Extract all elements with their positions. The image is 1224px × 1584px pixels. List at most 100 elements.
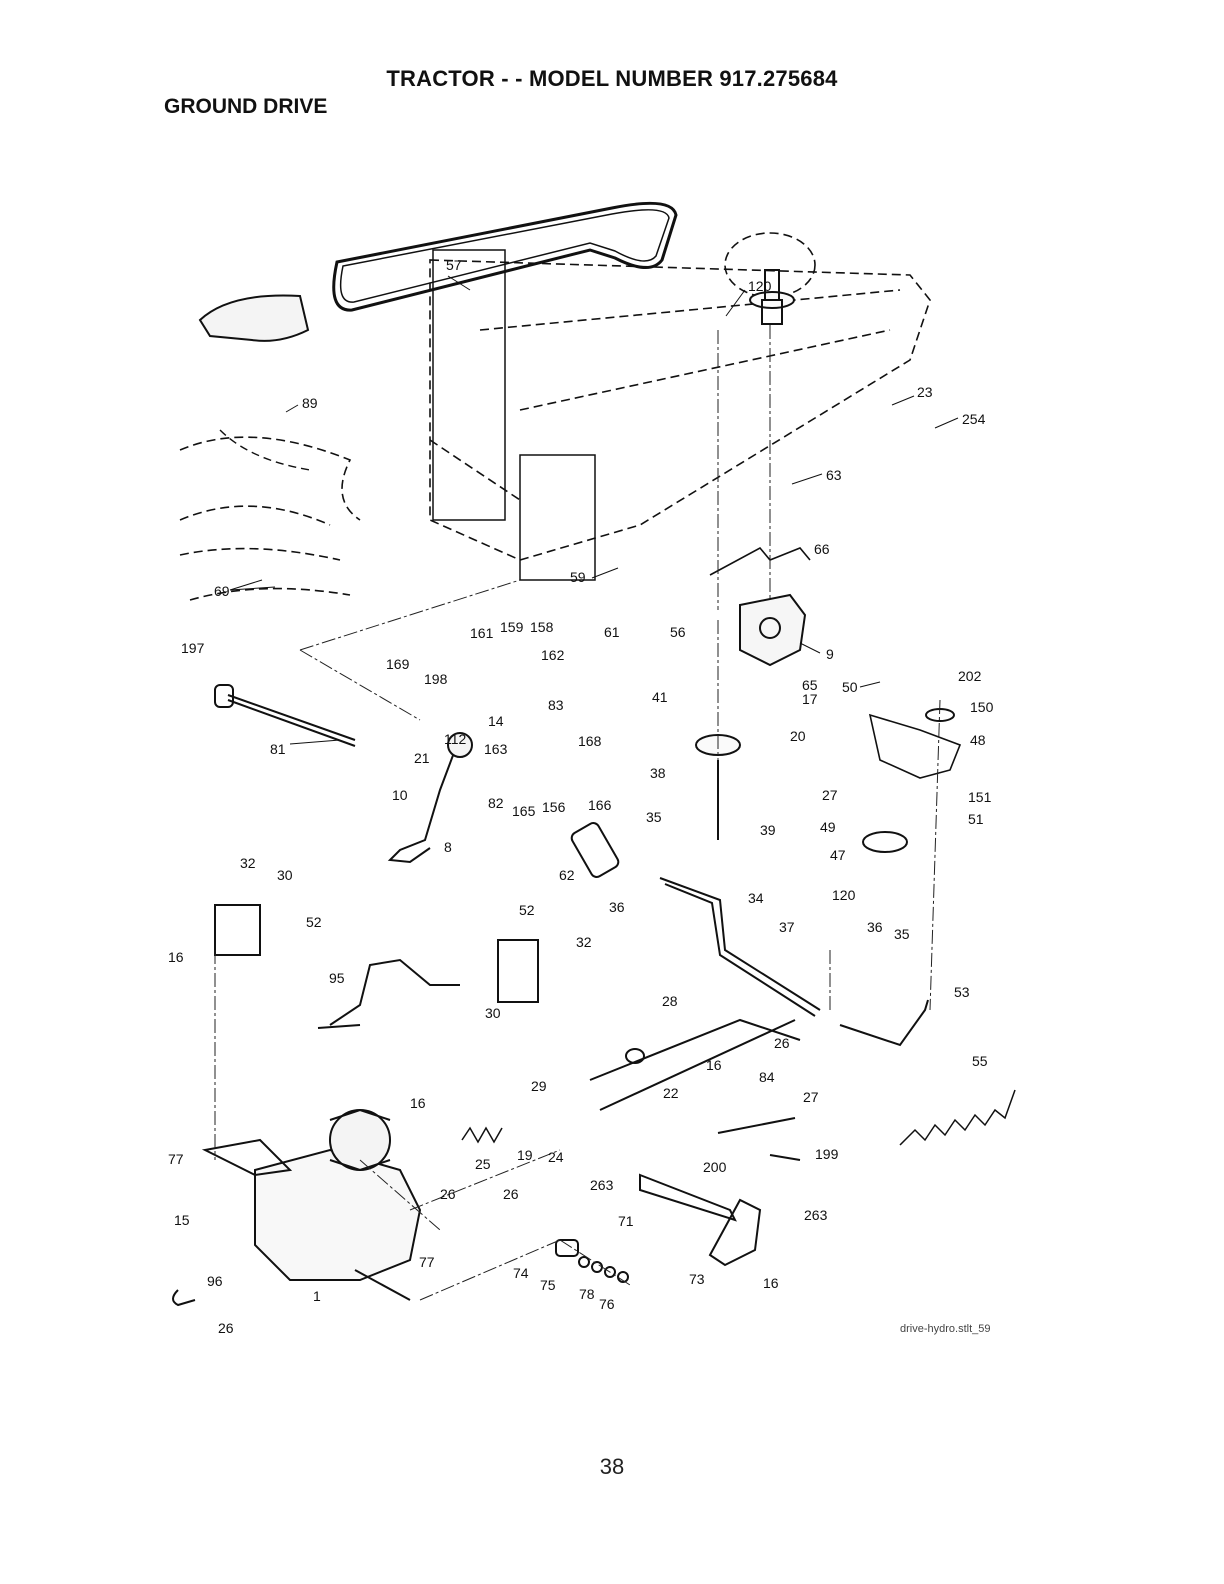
bracket-30-left: [214, 904, 261, 956]
part-label: 49: [820, 819, 836, 835]
spring-25: [461, 1126, 503, 1144]
transaxle-1: [201, 1108, 422, 1301]
frame-plate-left: [432, 249, 506, 521]
part-label: 66: [814, 541, 830, 557]
part-label: 200: [703, 1159, 727, 1175]
part-label: 27: [803, 1089, 819, 1105]
part-label: 19: [517, 1147, 533, 1163]
part-label: 150: [970, 699, 994, 715]
pulley-47: [862, 831, 908, 853]
page-number: 38: [599, 1454, 625, 1479]
part-label: 48: [970, 732, 986, 748]
part-label: 25: [475, 1156, 491, 1172]
part-label: 202: [958, 668, 982, 684]
part-label: 156: [542, 799, 566, 815]
part-label: 163: [484, 741, 508, 757]
part-label: 32: [240, 855, 256, 871]
part-label: 1: [313, 1288, 321, 1304]
part-label: 34: [748, 890, 764, 906]
part-label: 77: [419, 1254, 435, 1270]
part-label: 10: [392, 787, 408, 803]
part-label: 32: [576, 934, 592, 950]
rod-53: [839, 999, 929, 1047]
part-label: 36: [609, 899, 625, 915]
rod-28: [589, 1018, 801, 1081]
part-label: 22: [663, 1085, 679, 1101]
shaft-84: [717, 1117, 796, 1134]
part-label: 166: [588, 797, 612, 813]
part-label: 89: [302, 395, 318, 411]
bushing-62: [570, 822, 620, 878]
part-label: 74: [513, 1265, 529, 1281]
drive-belt-part: [332, 201, 678, 312]
part-label: 61: [604, 624, 620, 640]
part-labels: 57 120 89 23 254 63 66 69 59 61 56 197 1…: [168, 257, 994, 1336]
part-label: 96: [207, 1273, 223, 1289]
part-label: 81: [270, 741, 286, 757]
page-title: TRACTOR - - MODEL NUMBER 917.275684: [386, 66, 838, 91]
part-label: 56: [670, 624, 686, 640]
part-label: 197: [181, 640, 205, 656]
part-label: 15: [174, 1212, 190, 1228]
part-label: 77: [168, 1151, 184, 1167]
part-label: 263: [590, 1177, 614, 1193]
part-label: 8: [444, 839, 452, 855]
part-label: 57: [446, 257, 462, 273]
part-label: 69: [214, 583, 230, 599]
part-label: 62: [559, 867, 575, 883]
part-label: 37: [779, 919, 795, 935]
bushing-197: [214, 684, 234, 708]
part-label: 120: [748, 278, 772, 294]
bolt-199: [769, 1154, 801, 1161]
fan-pulley: [329, 1109, 391, 1171]
part-label: 16: [763, 1275, 779, 1291]
part-label: 112: [444, 731, 467, 747]
bushing-74: [555, 1239, 579, 1257]
part-label: 26: [218, 1320, 234, 1336]
part-label: 120: [832, 887, 856, 903]
pulley-63: [749, 269, 795, 325]
part-label: 199: [815, 1146, 839, 1162]
part-label: 29: [531, 1078, 547, 1094]
part-label: 23: [917, 384, 933, 400]
fender-part: [198, 294, 310, 342]
rod-22: [599, 1019, 796, 1111]
part-label: 26: [440, 1186, 456, 1202]
part-label: 198: [424, 671, 448, 687]
part-label: 16: [706, 1057, 722, 1073]
part-label: 95: [329, 970, 345, 986]
part-label: 169: [386, 656, 410, 672]
part-label: 24: [548, 1149, 564, 1165]
part-label: 35: [646, 809, 662, 825]
part-label: 75: [540, 1277, 556, 1293]
part-label: 17: [802, 691, 818, 707]
part-label: 52: [306, 914, 322, 930]
part-label: 53: [954, 984, 970, 1000]
bracket-30-right: [497, 939, 539, 1003]
part-label: 63: [826, 467, 842, 483]
frame-plate-right: [519, 454, 596, 581]
part-label: 39: [760, 822, 776, 838]
part-label: 16: [410, 1095, 426, 1111]
pin-96: [172, 1289, 196, 1307]
knob-21: [447, 732, 473, 758]
part-label: 65: [802, 677, 818, 693]
section-title: GROUND DRIVE: [164, 95, 328, 118]
part-label: 20: [790, 728, 806, 744]
part-label: 52: [519, 902, 535, 918]
part-label: 78: [579, 1286, 595, 1302]
part-label: 158: [530, 619, 554, 635]
part-label: 254: [962, 411, 986, 427]
part-label: 71: [618, 1213, 634, 1229]
part-label: 76: [599, 1296, 615, 1312]
lever-8: [387, 749, 456, 864]
part-label: 51: [968, 811, 984, 827]
part-label: 28: [662, 993, 678, 1009]
part-label: 27: [822, 787, 838, 803]
part-label: 151: [968, 789, 992, 805]
part-label: 55: [972, 1053, 988, 1069]
arm-71: [639, 1173, 737, 1222]
part-label: 161: [470, 625, 494, 641]
part-label: 162: [541, 647, 565, 663]
